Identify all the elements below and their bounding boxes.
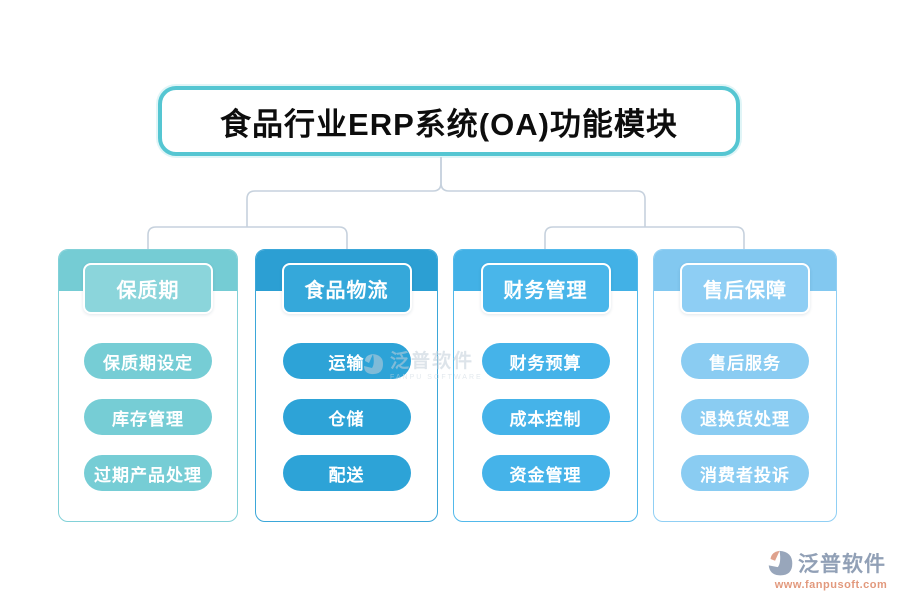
module-card-finance-management: 财务管理 财务预算 成本控制 资金管理: [453, 249, 638, 522]
connector-stem-left: [246, 157, 442, 227]
module-card-after-sales: 售后保障 售后服务 退换货处理 消费者投诉: [653, 249, 837, 522]
module-header-after-sales: 售后保障: [680, 263, 810, 314]
module-item-delivery: 配送: [282, 455, 411, 491]
module-card-food-logistics: 食品物流 运输 仓储 配送: [255, 249, 438, 522]
diagram-title: 食品行业ERP系统(OA)功能模块: [220, 106, 678, 142]
module-item-expired-product-handling: 过期产品处理: [84, 455, 212, 491]
module-header-finance-management: 财务管理: [480, 263, 611, 314]
module-item-cost-control: 成本控制: [481, 399, 610, 435]
footer-brand: 泛普软件 www.fanpusoft.com: [766, 548, 896, 591]
module-item-financial-budget: 财务预算: [481, 343, 610, 379]
footer-brand-url: www.fanpusoft.com: [774, 579, 888, 591]
connector-bracket-right: [544, 226, 745, 249]
module-item-consumer-complaints: 消费者投诉: [681, 455, 809, 491]
module-card-shelf-life: 保质期 保质期设定 库存管理 过期产品处理: [58, 249, 238, 522]
diagram-title-box: 食品行业ERP系统(OA)功能模块: [158, 86, 740, 156]
module-item-after-sales-service: 售后服务: [681, 343, 809, 379]
module-item-fund-management: 资金管理: [481, 455, 610, 491]
footer-brand-row: 泛普软件: [766, 548, 896, 578]
connector-bracket-left: [147, 226, 348, 249]
module-item-shelf-life-setting: 保质期设定: [84, 343, 212, 379]
module-item-return-exchange-handling: 退换货处理: [681, 399, 809, 435]
fanpu-logo-icon: [768, 550, 793, 575]
connector-stem-right: [440, 157, 646, 227]
module-item-inventory-management: 库存管理: [84, 399, 212, 435]
module-item-warehousing: 仓储: [282, 399, 411, 435]
module-header-food-logistics: 食品物流: [281, 263, 412, 314]
module-header-shelf-life: 保质期: [83, 263, 213, 314]
module-item-transport: 运输: [282, 343, 411, 379]
footer-brand-name: 泛普软件: [798, 553, 886, 576]
